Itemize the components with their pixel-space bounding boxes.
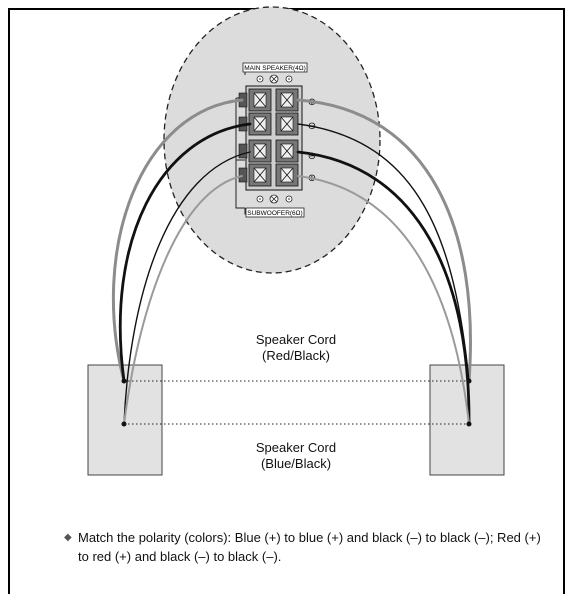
terminal-block	[238, 85, 303, 191]
wire-terminals	[121, 378, 472, 427]
polarity-note-text: Match the polarity (colors): Blue (+) to…	[78, 530, 541, 564]
bottom-screws	[256, 194, 293, 204]
cord-label-bottom-line1: Speaker Cord	[255, 440, 337, 455]
top-screws	[256, 74, 293, 84]
cord-label-top-line2: (Red/Black)	[262, 348, 330, 363]
wire-right-gray-outer	[296, 98, 472, 383]
wire-left-black-1	[118, 122, 252, 383]
subwoofer-label: SUBWOOFER(6Ω)	[247, 210, 302, 217]
wire-right-gray-inner	[297, 175, 470, 425]
wire-left-gray-outer	[111, 98, 244, 383]
cord-label-bottom: Speaker Cord (Blue/Black)	[196, 440, 396, 472]
polarity-note: ◆ Match the polarity (colors): Blue (+) …	[64, 528, 548, 566]
subwoofer-label-box	[245, 207, 305, 218]
cord-label-top: Speaker Cord (Red/Black)	[196, 332, 396, 364]
main-speaker-label: MAIN SPEAKER(4Ω)	[244, 65, 306, 72]
bullet-icon: ◆	[64, 532, 72, 543]
polarity-symbol-3: ⊖	[308, 151, 316, 162]
cord-label-bottom-line2: (Blue/Black)	[260, 456, 332, 471]
wire-left-gray-inner	[123, 175, 243, 425]
main-speaker-label-box	[242, 62, 308, 73]
speaker-wires	[111, 98, 472, 426]
wire-left-black-2	[123, 151, 251, 425]
wire-right-black-2	[296, 150, 471, 426]
cord-label-top-line1: Speaker Cord	[255, 332, 337, 347]
